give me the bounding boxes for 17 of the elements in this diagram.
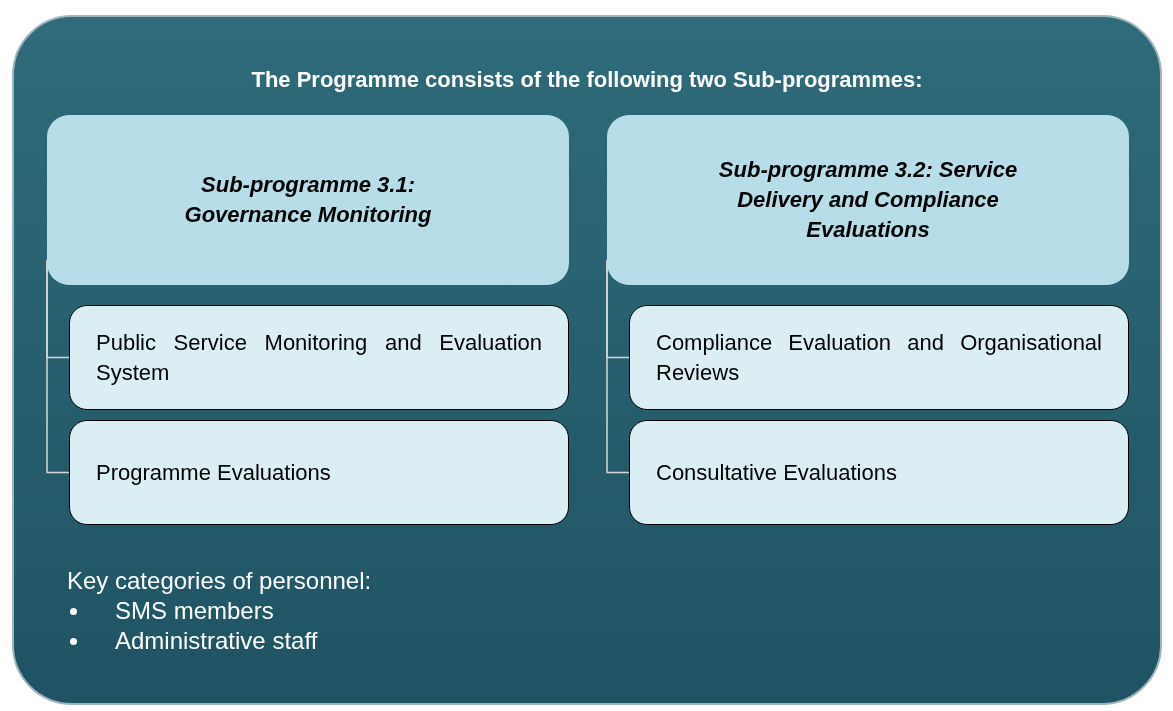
component-text: Consultative Evaluations: [656, 458, 898, 487]
personnel-heading: Key categories of personnel:: [67, 566, 372, 596]
component-box: [69, 305, 569, 410]
bullet-item: Administrative staff: [115, 626, 318, 656]
bullet-item: SMS members: [115, 596, 274, 626]
subprogramme-title: Sub-programme 3.2: Service Delivery and Compliance Evaluations: [717, 156, 1019, 244]
subprogramme-box: [607, 115, 1129, 285]
component-box: [629, 305, 1129, 410]
component-text: Compliance Evaluation and Organisational Reviews: [656, 328, 1102, 387]
subprogramme-box: [47, 115, 569, 285]
panel-title: The Programme consists of the following two Sub-programmes:: [250, 67, 924, 93]
subprogramme-title: Sub-programme 3.1: Governance Monitoring: [183, 171, 433, 229]
programme-panel: [12, 15, 1162, 705]
component-box: [69, 420, 569, 525]
component-box: [629, 420, 1129, 525]
component-text: Public Service Monitoring and Evaluation System: [96, 328, 542, 387]
component-text: Programme Evaluations: [96, 458, 332, 487]
